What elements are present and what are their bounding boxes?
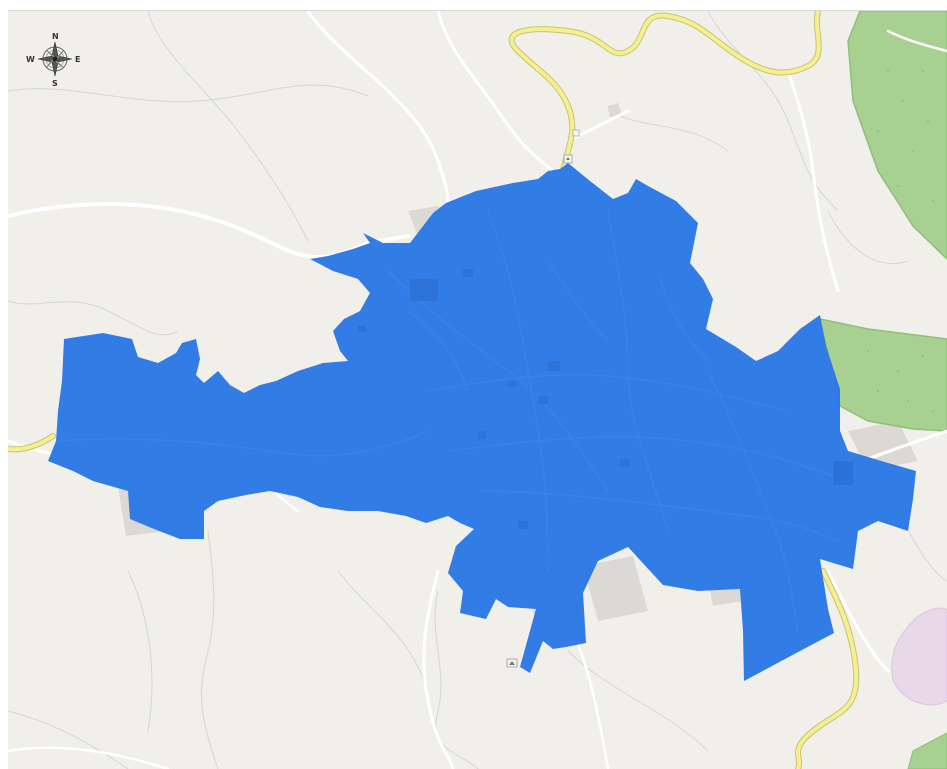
map-canvas[interactable]: N S E W (8, 11, 947, 769)
forest-areas (819, 11, 947, 769)
compass-rose: N S E W (26, 32, 80, 88)
highlighted-region[interactable] (48, 163, 916, 681)
map-frame[interactable]: N S E W (8, 10, 947, 769)
compass-east-label: E (75, 55, 80, 64)
region-blocks (358, 269, 853, 529)
poi-marker-north[interactable] (563, 154, 573, 164)
compass-south-label: S (52, 79, 58, 88)
poi-marker-road[interactable] (572, 129, 580, 137)
poi-marker-south[interactable] (506, 658, 518, 668)
contour-lines (8, 11, 947, 769)
lilac-area (891, 607, 947, 706)
yellow-roads[interactable] (8, 11, 860, 769)
compass-west-label: W (26, 55, 35, 64)
region-streets (57, 210, 849, 632)
compass-north-label: N (52, 32, 59, 41)
poi-icons[interactable] (506, 129, 580, 668)
